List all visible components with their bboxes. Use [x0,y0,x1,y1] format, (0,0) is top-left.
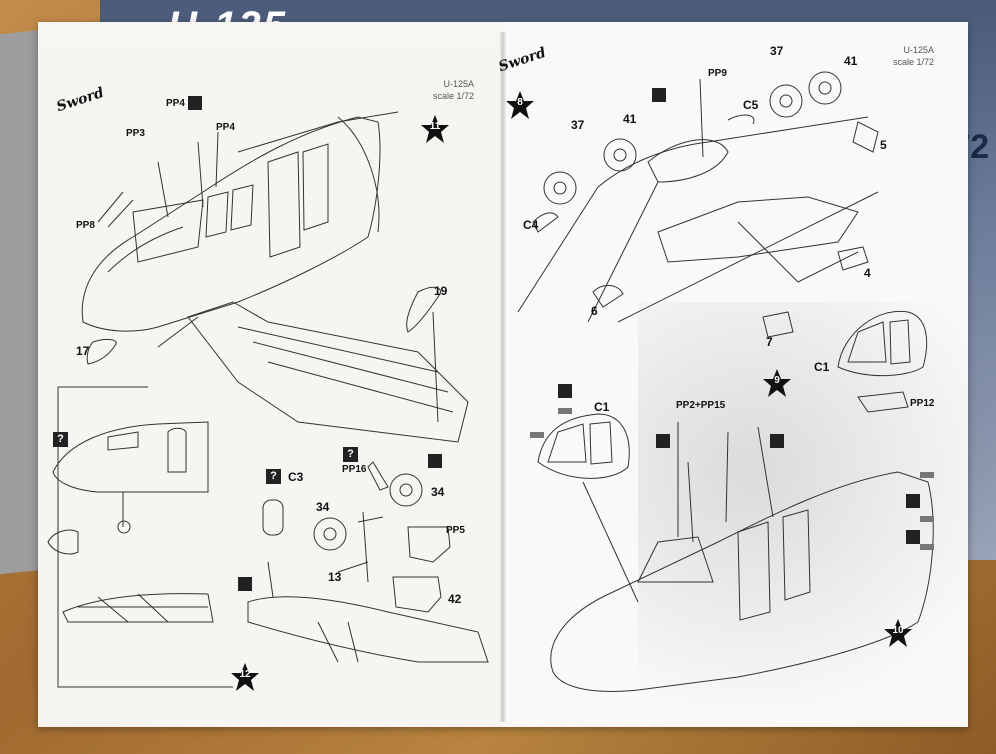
left-header-scale: scale 1/72 [433,91,475,101]
hand-icon [770,434,784,448]
mask-tag [530,432,544,438]
star-icon [884,619,912,647]
part-label-17: 17 [76,344,90,358]
assembly-drawings [47,71,934,692]
step-star-11: 11 [420,114,450,144]
paint-icon [652,88,666,102]
question-icon: ? [266,469,281,484]
part-label-c1: C1 [594,400,610,414]
paint-icon [906,494,920,508]
step-star-12: 12 [230,662,260,692]
mask-tag [920,516,934,522]
part-label-34: 34 [431,485,445,499]
part-label-6: 6 [591,304,598,318]
part-label-c1: C1 [814,360,830,374]
part-label-pp5: PP5 [446,525,465,536]
fuselage-nose-drawing [81,111,399,332]
right-header-model: U-125A [903,45,935,55]
star-icon [231,663,259,691]
star-icon [421,115,449,143]
part-label-7: 7 [766,335,773,349]
fuselage-drawing-step10 [537,413,934,692]
part-label-pp2-pp15: PP2+PP15 [676,400,726,411]
step-star-9: 9 [762,368,792,398]
part-label-42: 42 [448,592,462,606]
landing-gear-drawing [247,461,489,663]
left-header-model: U-125A [443,79,475,89]
part-label-5: 5 [880,138,887,152]
step-star-8: 8 [505,90,535,120]
gear-bay-drawing [517,71,879,338]
left-page [38,50,503,727]
step-number-9: 9 [774,375,780,386]
part-label-41: 41 [844,54,858,68]
part-label-c3: C3 [288,470,304,484]
part-label-pp12: PP12 [910,398,935,409]
part-label-pp16: PP16 [342,464,367,475]
cement-icon [238,577,252,591]
part-label-c4: C4 [523,218,539,232]
right-header-scale: scale 1/72 [893,57,935,67]
part-label-37: 37 [770,44,784,58]
step-number-11: 11 [429,121,441,132]
part-label-13: 13 [328,570,342,584]
right-page [503,22,968,727]
part-label-19: 19 [434,284,448,298]
question-icon: ? [53,432,68,447]
star-icon [506,91,534,119]
step-number-10: 10 [892,625,904,636]
part-label-4: 4 [864,266,871,280]
step-number-12: 12 [239,669,251,680]
paint-icon [558,384,572,398]
part-label-c5: C5 [743,98,759,112]
instruction-sheet: U-125A scale 1/72 U-125A scale 1/72 Swor… [38,22,996,727]
part-label-37: 37 [571,118,585,132]
part-label-41: 41 [623,112,637,126]
step-star-10: 10 [883,618,913,648]
hand-icon [656,434,670,448]
canopy-drawing-step9 [837,310,928,413]
side-view-drawing [47,386,233,688]
right-header: U-125A scale 1/72 [893,44,934,68]
mask-tag [558,408,572,414]
mask-tag [920,472,934,478]
paint-icon [188,96,202,110]
left-header: U-125A scale 1/72 [433,78,474,102]
page-fold [500,32,506,722]
wing-drawing [86,286,469,443]
hand-shadow [638,302,996,722]
part-label-pp9: PP9 [708,68,727,79]
paint-icon [906,530,920,544]
part-label-pp3: PP3 [126,128,145,139]
step-number-8: 8 [517,97,523,108]
part-label-pp4: PP4 [216,122,235,133]
star-icon [763,369,791,397]
question-icon: ? [343,447,358,462]
paint-icon [428,454,442,468]
part-label-34: 34 [316,500,330,514]
mask-tag [920,544,934,550]
part-label-pp8: PP8 [76,220,95,231]
part-label-pp4: PP4 [166,98,185,109]
